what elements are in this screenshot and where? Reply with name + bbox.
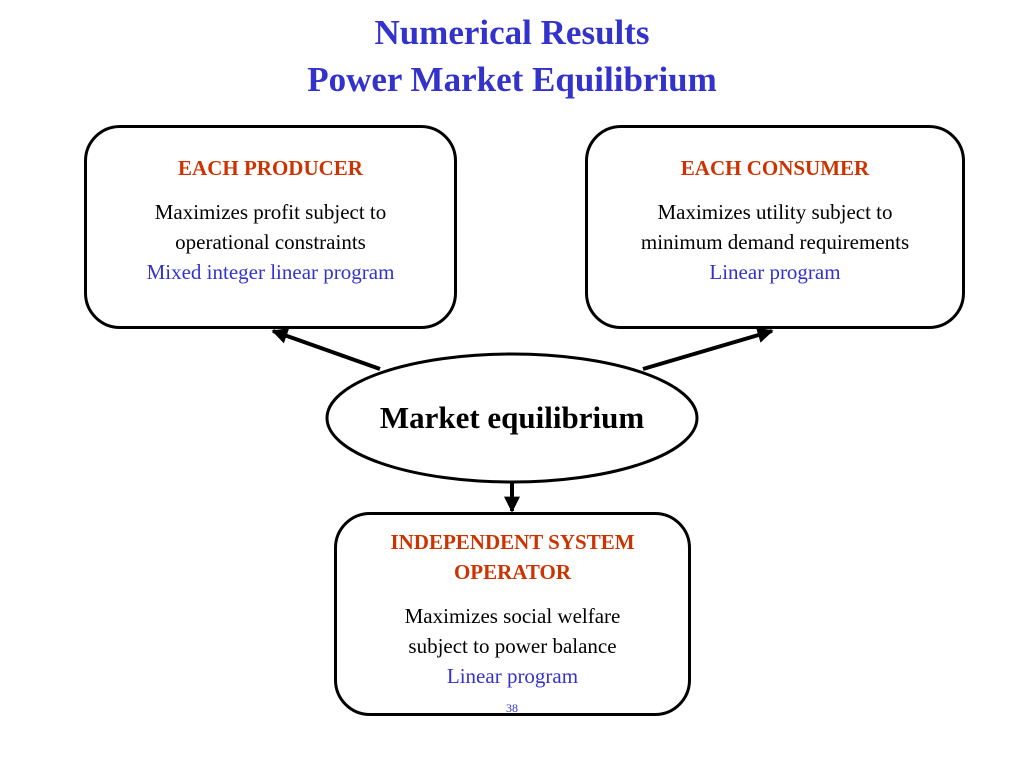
producer-heading: EACH PRODUCER bbox=[178, 156, 363, 180]
slide-title-line2: Power Market Equilibrium bbox=[307, 60, 717, 99]
producer-description-line1: Maximizes profit subject to bbox=[154, 200, 387, 224]
iso-heading-line1: INDEPENDENT SYSTEM bbox=[390, 530, 635, 554]
iso-program-type: Linear program bbox=[446, 664, 579, 688]
iso-description-line2: subject to power balance bbox=[408, 634, 617, 658]
consumer-heading: EACH CONSUMER bbox=[680, 156, 870, 180]
producer-box: EACH PRODUCER Maximizes profit subject t… bbox=[84, 125, 457, 329]
consumer-description-line2: minimum demand requirements bbox=[640, 230, 910, 254]
slide-title-line1: Numerical Results bbox=[374, 13, 650, 52]
producer-program-type: Mixed integer linear program bbox=[146, 260, 395, 284]
consumer-description-line1: Maximizes utility subject to bbox=[657, 200, 893, 224]
market-equilibrium-ellipse bbox=[325, 352, 699, 484]
iso-box: INDEPENDENT SYSTEM OPERATOR Maximizes so… bbox=[334, 512, 691, 716]
iso-heading-line2: OPERATOR bbox=[453, 560, 572, 584]
producer-description-line2: operational constraints bbox=[175, 230, 366, 254]
consumer-box: EACH CONSUMER Maximizes utility subject … bbox=[585, 125, 965, 329]
page-number: 38 bbox=[506, 701, 518, 715]
consumer-program-type: Linear program bbox=[709, 260, 841, 284]
iso-description-line1: Maximizes social welfare bbox=[404, 604, 621, 628]
market-equilibrium-label: Market equilibrium bbox=[379, 400, 645, 435]
arrow-to-producer bbox=[271, 328, 381, 371]
arrow-to-consumer bbox=[642, 327, 774, 371]
